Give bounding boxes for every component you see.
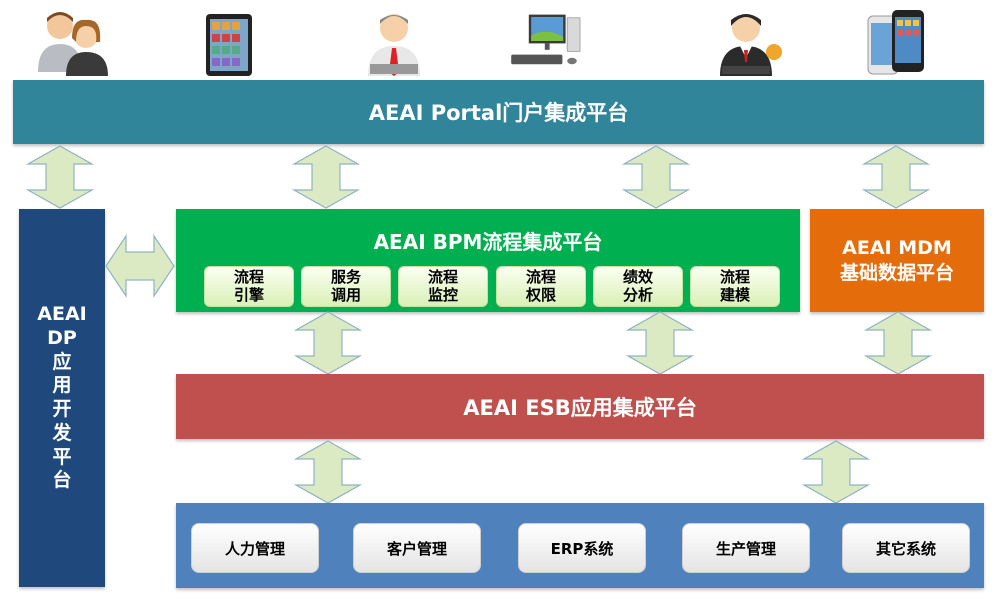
module-text: 建模 [719,285,750,304]
module-text: 流程 [233,268,264,287]
bpm-module: 服务 调用 [301,266,391,307]
double-arrow-icon [621,145,691,209]
system-item: 客户管理 [353,523,481,573]
two-people-icon [38,12,108,76]
dp-label-line: 平 [52,445,72,468]
double-arrow-icon [25,145,95,209]
module-text: 引擎 [233,285,264,304]
double-arrow-icon [293,440,363,504]
mdm-label-line: AEAI MDM [842,236,952,259]
businessman-icon [368,14,420,76]
bpm-title: AEAI BPM流程集成平台 [373,230,603,254]
double-arrow-icon [863,311,933,375]
double-arrow-icon [293,311,363,375]
double-arrow-icon [861,145,931,209]
module-text: 绩效 [622,268,653,287]
dp-label-line: 用 [52,374,72,397]
mdm-platform: AEAI MDM 基础数据平台 [810,209,984,312]
portal-platform: AEAI Portal门户集成平台 [13,80,984,144]
dp-label-line: 应 [52,350,72,373]
module-text: 流程 [719,268,750,287]
system-item: 生产管理 [682,523,810,573]
system-item: 其它系统 [842,523,970,573]
dp-label-line: 台 [52,469,72,492]
double-arrow-icon [625,311,695,375]
module-text: 调用 [330,285,361,304]
bpm-module: 流程 权限 [496,266,586,307]
dp-label-line: 开 [52,398,72,420]
smartphone-icon [867,10,924,75]
bpm-module: 流程 建模 [690,266,780,307]
bpm-platform: AEAI BPM流程集成平台 流程 引擎 服务 调用 流程 监控 流程 权限 绩… [176,209,800,312]
dp-label-line: 发 [52,421,72,444]
module-text: 分析 [622,285,653,304]
dp-platform: AEAI DP 应 用 开 发 平 台 [19,209,105,587]
backend-systems: 人力管理 客户管理 ERP系统 生产管理 其它系统 [176,503,984,588]
module-text: 监控 [427,285,458,304]
bpm-module: 流程 监控 [398,266,488,307]
agent-icon [720,14,782,76]
module-text: 权限 [525,285,556,304]
double-arrow-icon [291,145,361,209]
mdm-label-line: 基础数据平台 [839,261,954,284]
system-item: ERP系统 [518,523,646,573]
portal-label: AEAI Portal门户集成平台 [368,101,629,125]
horizontal-double-arrow-icon [105,234,175,298]
dp-label-line: AEAI [37,303,87,325]
esb-label: AEAI ESB应用集成平台 [463,395,697,420]
module-text: 服务 [330,268,361,287]
esb-platform: AEAI ESB应用集成平台 [176,374,984,439]
module-text: 流程 [525,268,556,287]
desktop-computer-icon [511,14,581,65]
dp-label-line: DP [47,326,77,349]
tablet-icon [206,14,252,76]
module-text: 流程 [427,268,458,287]
system-item: 人力管理 [191,523,319,573]
bpm-module: 流程 引擎 [204,266,294,307]
double-arrow-icon [801,440,871,504]
bpm-module: 绩效 分析 [593,266,683,307]
